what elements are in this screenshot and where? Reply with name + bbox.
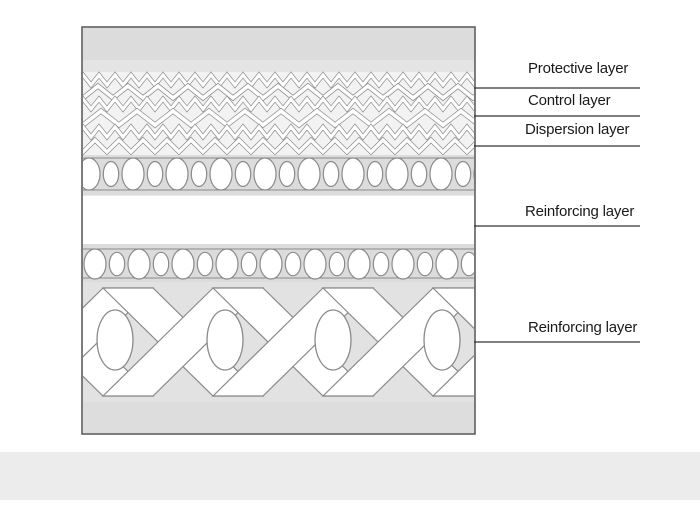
bead-small	[152, 251, 170, 277]
zigzag-row	[83, 96, 474, 112]
zigzag-row	[83, 72, 474, 88]
braid-core-fiber	[423, 309, 461, 371]
bead-small	[190, 160, 208, 188]
bead-large	[165, 157, 189, 191]
zigzag-row	[83, 137, 474, 155]
zigzag-row	[83, 108, 474, 128]
bottom-band	[0, 452, 700, 500]
bead-small	[234, 160, 252, 188]
label-control-layer: Control layer	[528, 92, 611, 109]
bead-small	[284, 251, 302, 277]
woven-zigzag-pattern	[83, 71, 474, 156]
bead-small	[499, 162, 514, 187]
bead-large	[480, 249, 502, 279]
bead-large	[215, 248, 239, 280]
braid-strand-ascending	[431, 354, 474, 397]
bead-large	[429, 157, 453, 191]
bead-large	[391, 248, 415, 280]
zigzag-row	[83, 124, 474, 140]
bead-large	[253, 157, 277, 191]
bead-small	[410, 160, 428, 188]
bead-large	[385, 157, 409, 191]
bead-small	[196, 251, 214, 277]
bead-large	[83, 157, 101, 191]
bead-small	[460, 251, 474, 277]
bead-small	[416, 251, 434, 277]
bead-large	[121, 157, 145, 191]
bead-large	[209, 157, 233, 191]
bead-large	[347, 248, 371, 280]
label-reinforcing-layer-upper: Reinforcing layer	[525, 203, 635, 220]
bead-small	[372, 251, 390, 277]
bead-large	[297, 157, 321, 191]
bead-small	[322, 160, 340, 188]
braid-core-fiber	[206, 309, 244, 371]
bead-small	[454, 160, 472, 188]
bead-small	[328, 251, 346, 277]
bead-small	[505, 252, 520, 275]
label-dispersion-layer: Dispersion layer	[525, 121, 630, 138]
braid-core-fiber	[96, 309, 134, 371]
lower-bead-chain	[83, 248, 520, 280]
reinforcing-layer-gap	[83, 196, 474, 246]
braided-fiber-pattern	[83, 287, 474, 397]
zigzag-row	[83, 83, 474, 101]
bead-small	[240, 251, 258, 277]
bead-large	[171, 248, 195, 280]
bead-large	[127, 248, 151, 280]
bead-small	[108, 251, 126, 277]
braid-strand-descending	[431, 287, 474, 330]
label-reinforcing-layer-lower: Reinforcing layer	[528, 319, 638, 336]
bead-small	[102, 160, 120, 188]
bead-large	[473, 168, 474, 180]
label-protective-layer: Protective layer	[528, 60, 629, 77]
upper-bead-chain	[83, 157, 514, 191]
bead-small	[278, 160, 296, 188]
braid-core-fiber	[314, 309, 352, 371]
bead-large	[303, 248, 327, 280]
bead-large	[259, 248, 283, 280]
bead-large	[341, 157, 365, 191]
bead-large	[83, 248, 107, 280]
bead-small	[366, 160, 384, 188]
bead-small	[146, 160, 164, 188]
bead-large	[435, 248, 459, 280]
